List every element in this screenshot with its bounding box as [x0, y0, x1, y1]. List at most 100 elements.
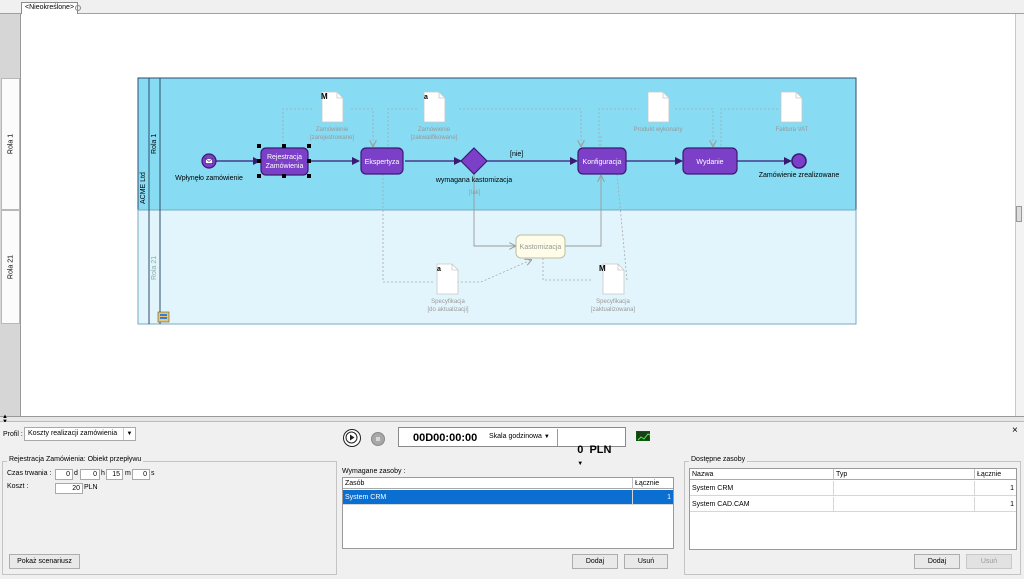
- scale-select[interactable]: Skala godzinowa ▼: [489, 433, 550, 440]
- table-row[interactable]: System CRM 1: [343, 490, 673, 505]
- profile-select[interactable]: Koszty realizacji zamówienia ▼: [24, 427, 136, 441]
- chevron-down-icon[interactable]: ▼: [123, 428, 135, 440]
- data-object-state: [zarejestrowane]: [310, 135, 354, 141]
- available-resources-table[interactable]: Nazwa Typ Łącznie System CRM 1 System CA…: [689, 468, 1017, 550]
- lane-rola-21-bg: [137, 209, 857, 325]
- data-object-zamowienie-zarejestrowane[interactable]: M: [321, 91, 344, 123]
- resource-name: System CRM: [690, 481, 834, 496]
- chevron-down-icon: ▼: [543, 434, 550, 440]
- role-row-rola-21[interactable]: Rola 21: [1, 210, 20, 324]
- lane-label-rola-21: Rola 21: [151, 256, 158, 280]
- data-object-label: Specyfikacja: [596, 299, 630, 305]
- minutes-input[interactable]: 15: [106, 469, 123, 480]
- data-object-label: Zamówienie: [316, 127, 349, 133]
- panel-splitter[interactable]: [0, 416, 1024, 422]
- data-object-state: [zaktualizowana]: [591, 307, 636, 313]
- diagram-canvas[interactable]: ACME Ltd Rola 1 Rola 21: [21, 14, 1016, 416]
- chart-button[interactable]: [636, 431, 651, 441]
- required-resources-title: Wymagane zasoby :: [342, 468, 406, 475]
- lane-rola-1-bg: [137, 77, 857, 211]
- add-available-button[interactable]: Dodaj: [914, 554, 960, 569]
- profile-select-value: Koszty realizacji zamówienia: [28, 430, 118, 437]
- column-header[interactable]: Typ: [834, 469, 975, 480]
- hours-unit: h: [101, 470, 105, 477]
- stop-button[interactable]: [371, 432, 385, 446]
- cost-label: Koszt :: [7, 483, 29, 490]
- column-header[interactable]: Zasób: [343, 478, 633, 489]
- data-object-label: Zamówienie: [418, 127, 451, 133]
- task-label: Konfiguracja: [583, 159, 622, 166]
- bpmn-diagram[interactable]: ACME Ltd Rola 1 Rola 21: [21, 14, 1016, 416]
- selection-handles: [257, 144, 311, 178]
- column-header[interactable]: Nazwa: [690, 469, 834, 480]
- data-object-zamowienie-zakwalifikowane[interactable]: a: [423, 91, 446, 123]
- task-rejestracja-zamowienia[interactable]: Rejestracja Zamówienia: [257, 144, 311, 178]
- data-object-faktura-vat[interactable]: [780, 91, 803, 123]
- days-input[interactable]: 0: [55, 469, 73, 480]
- task-konfiguracja[interactable]: Konfiguracja: [577, 147, 627, 175]
- days-unit: d: [74, 470, 78, 477]
- table-header: Nazwa Typ Łącznie: [690, 469, 1016, 480]
- column-header[interactable]: Łącznie: [977, 471, 1002, 478]
- data-object-specyfikacja-zaktualizowana[interactable]: M: [599, 263, 625, 295]
- marker-a-icon: a: [437, 266, 441, 273]
- start-event-label: Wpłynęło zamówienie: [175, 175, 243, 182]
- data-object-produkt-wykonany[interactable]: [647, 91, 670, 123]
- column-header[interactable]: Łącznie: [635, 480, 660, 487]
- hours-input[interactable]: 0: [80, 469, 100, 480]
- end-event[interactable]: [791, 153, 807, 169]
- seconds-unit: s: [151, 470, 155, 477]
- add-required-button[interactable]: Dodaj: [572, 554, 618, 569]
- role-row-rola-1[interactable]: Rola 1: [1, 78, 20, 210]
- task-ekspertyza[interactable]: Ekspertyza: [360, 147, 404, 175]
- profile-label: Profil :: [3, 431, 23, 438]
- role-sidebar: Rola 1 Rola 21: [0, 14, 21, 416]
- gateway-label: wymagana kastomizacja: [435, 177, 512, 184]
- table-row[interactable]: System CAD.CAM 1: [690, 497, 1016, 512]
- tab-bar: [0, 0, 1024, 14]
- sim-cost[interactable]: 0 PLN ▼: [565, 432, 611, 480]
- remove-required-button[interactable]: Usuń: [624, 554, 668, 569]
- chart-icon: [637, 433, 651, 441]
- envelope-icon: [205, 158, 213, 164]
- pool-label: ACME Ltd: [140, 172, 147, 204]
- resource-total: 1: [1010, 501, 1014, 508]
- seconds-input[interactable]: 0: [132, 469, 150, 480]
- marker-m-icon: M: [599, 264, 606, 273]
- simulation-status: 00D00:00:00 Skala godzinowa ▼ 0 PLN ▼: [398, 427, 626, 467]
- chevron-down-icon: ▼: [577, 461, 584, 467]
- role-row-label: Rola 1: [7, 133, 14, 155]
- sim-time: 00D00:00:00: [413, 432, 478, 444]
- marker-m-icon: M: [321, 92, 328, 101]
- data-object-specyfikacja-do-aktualizacji[interactable]: a: [436, 263, 459, 295]
- available-resources-title: Dostępne zasoby: [689, 456, 748, 463]
- gateway-kastomizacja[interactable]: [460, 147, 488, 175]
- required-resources-table[interactable]: Zasób Łącznie System CRM 1: [342, 477, 674, 549]
- remove-available-button[interactable]: Usuń: [966, 554, 1012, 569]
- task-label-line2: Zamówienia: [266, 163, 304, 170]
- new-tab-icon[interactable]: [75, 5, 81, 11]
- tab-unspecified[interactable]: <Nieokreślone>: [21, 2, 79, 14]
- show-scenario-button[interactable]: Pokaż scenariusz: [9, 554, 80, 569]
- play-button[interactable]: [343, 429, 361, 447]
- resource-total: 1: [1010, 485, 1014, 492]
- data-object-label: Produkt wykonany: [633, 127, 682, 133]
- scrollbar-thumb[interactable]: [1016, 206, 1022, 222]
- task-wydanie[interactable]: Wydanie: [682, 147, 738, 175]
- resource-type: [834, 481, 975, 496]
- kastomizacja-flows: [473, 174, 601, 246]
- minutes-unit: m: [125, 470, 131, 477]
- close-icon[interactable]: ×: [1012, 425, 1018, 436]
- data-object-state: [do aktualizacji]: [427, 307, 468, 313]
- marker-a-icon: a: [424, 94, 428, 101]
- lane-settings-icon[interactable]: [157, 311, 170, 323]
- start-event[interactable]: [201, 153, 217, 169]
- cost-input[interactable]: 20: [55, 483, 83, 494]
- table-row[interactable]: System CRM 1: [690, 481, 1016, 496]
- pool-acme[interactable]: ACME Ltd Rola 1 Rola 21: [137, 77, 857, 325]
- object-properties-title: Rejestracja Zamówienia: Obiekt przepływu: [7, 456, 144, 463]
- task-label: Ekspertyza: [365, 159, 400, 166]
- role-row-label: Rola 21: [7, 254, 14, 280]
- data-object-label: Specyfikacja: [431, 299, 465, 305]
- task-kastomizacja[interactable]: Kastomizacja: [515, 234, 566, 259]
